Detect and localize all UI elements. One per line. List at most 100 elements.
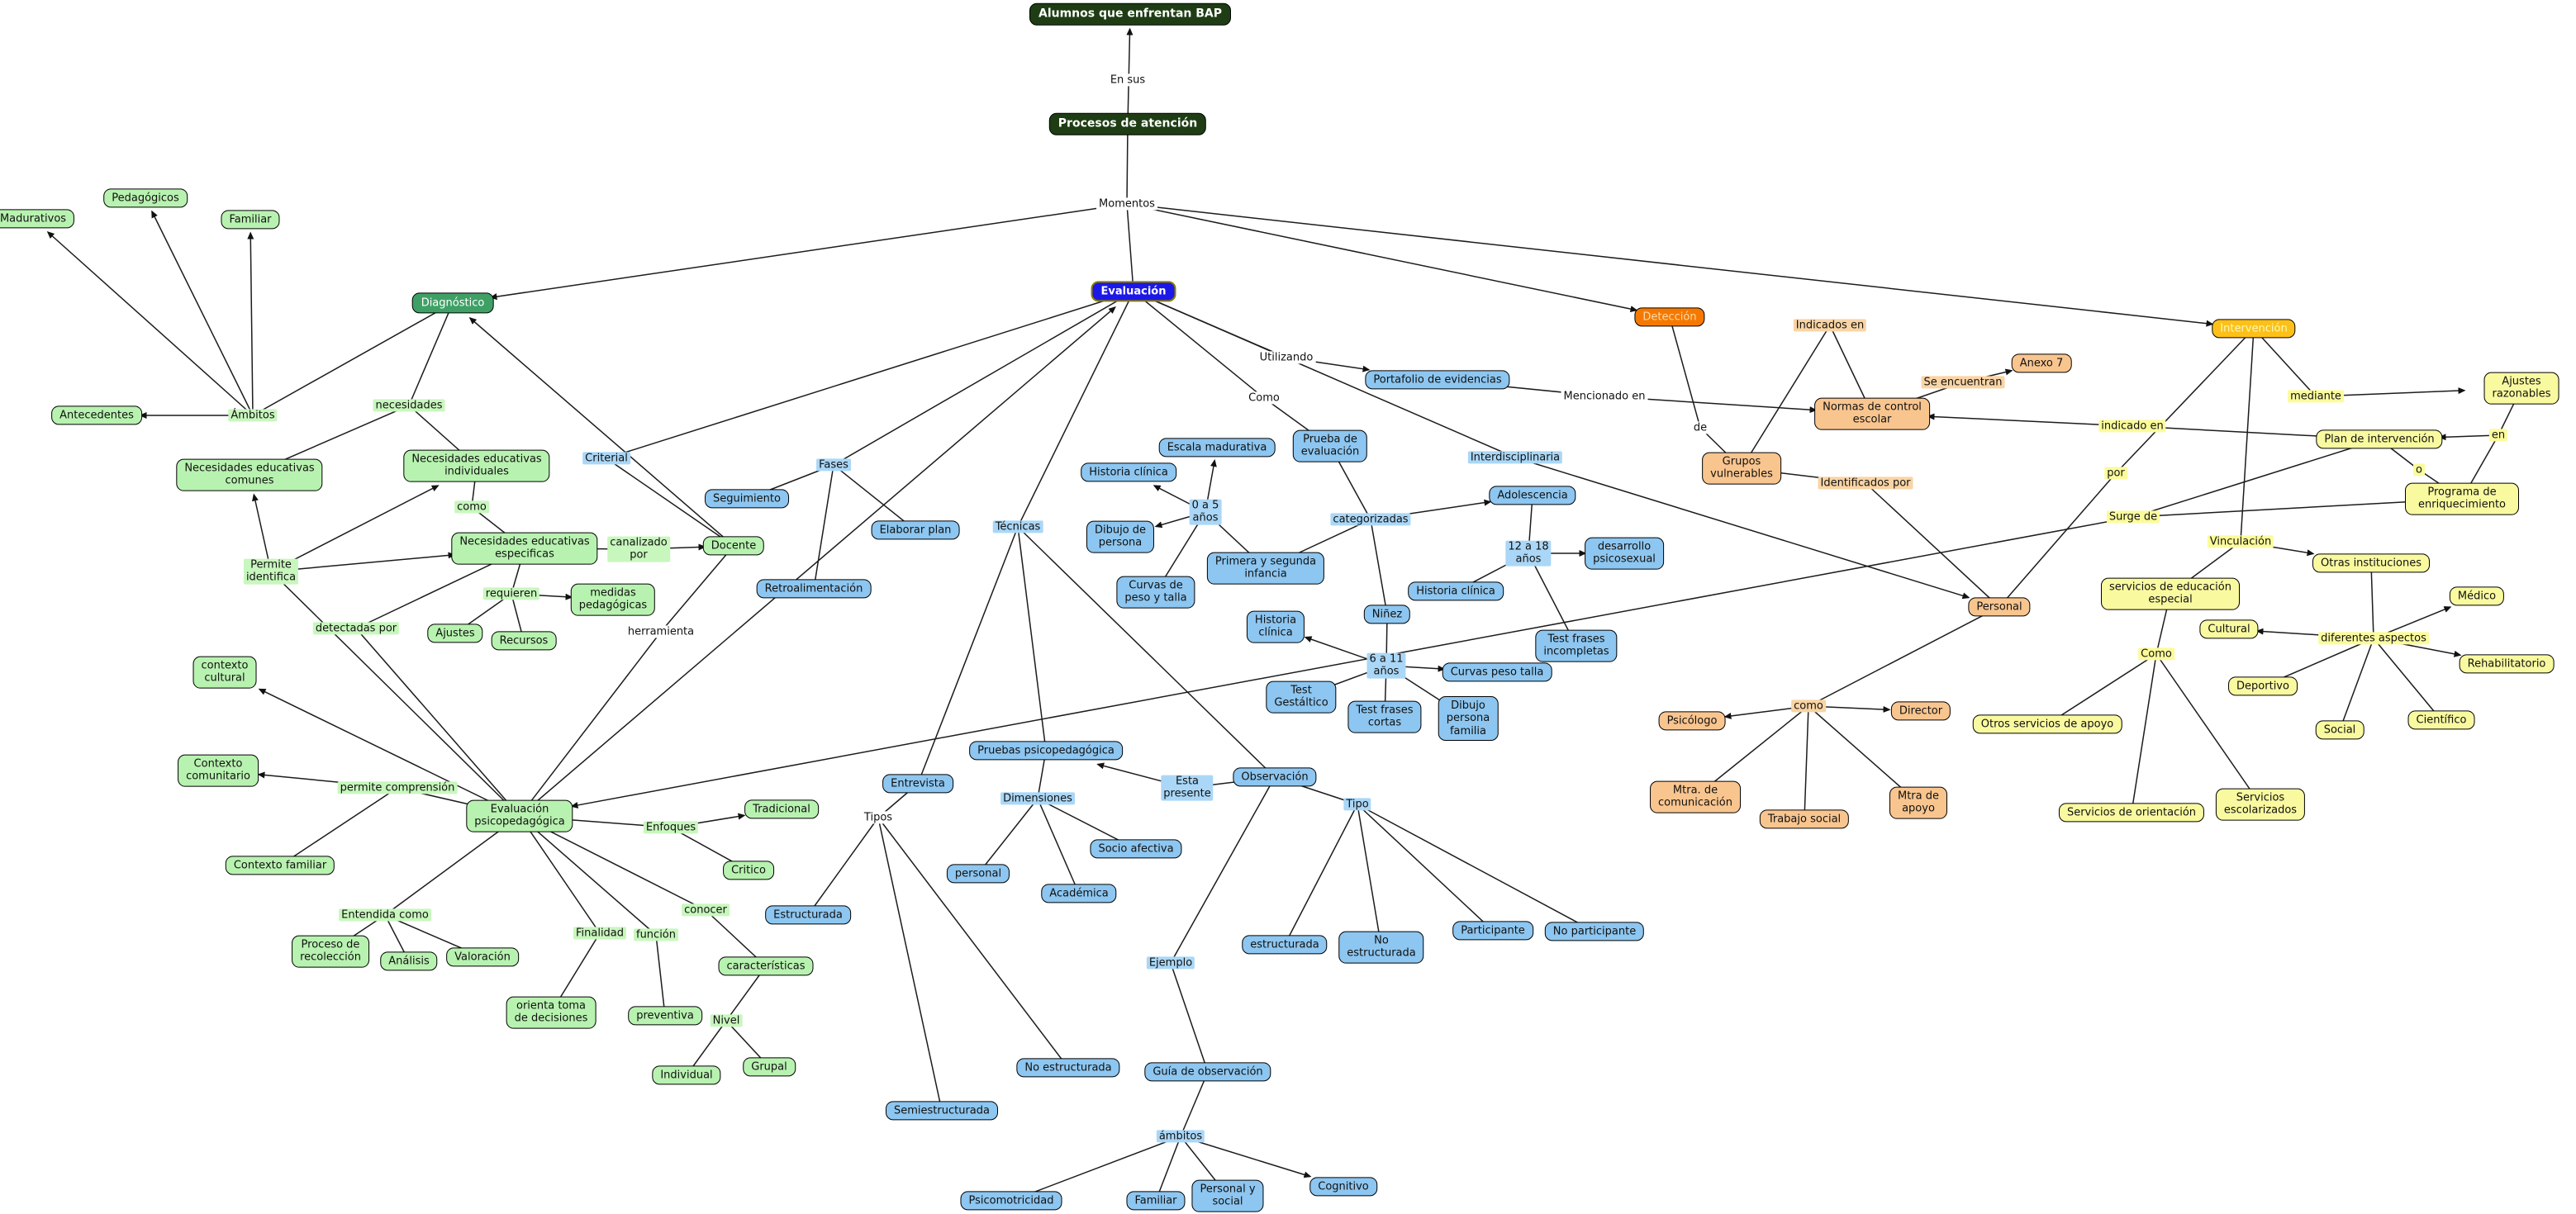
node-historia_clinica1[interactable]: Historia clínica [1081, 462, 1176, 482]
node-en_sus[interactable]: En sus [1107, 74, 1148, 87]
node-orienta_toma[interactable]: orienta toma de decisiones [506, 996, 596, 1029]
node-portafolio[interactable]: Portafolio de evidencias [1365, 370, 1510, 390]
node-finalidad[interactable]: Finalidad [573, 927, 627, 940]
node-fases[interactable]: Fases [816, 458, 851, 472]
node-recursos[interactable]: Recursos [491, 631, 557, 651]
node-individual[interactable]: Individual [652, 1065, 721, 1085]
node-semiestructurada[interactable]: Semiestructurada [886, 1101, 998, 1121]
node-escala_madurativa[interactable]: Escala madurativa [1158, 438, 1276, 458]
node-ejemplo[interactable]: Ejemplo [1146, 956, 1195, 970]
node-ninez[interactable]: Niñez [1363, 605, 1411, 624]
node-pruebas_psico[interactable]: Pruebas psicopedagógica [969, 741, 1123, 761]
node-observacion[interactable]: Observación [1233, 767, 1317, 787]
node-otros_servicios_apoyo[interactable]: Otros servicios de apoyo [1972, 714, 2122, 734]
node-ambitos[interactable]: Ámbitos [228, 409, 278, 422]
node-mtra_comunicacion[interactable]: Mtra. de comunicación [1650, 780, 1741, 813]
node-como3[interactable]: Como [2138, 647, 2174, 661]
node-guia_observacion[interactable]: Guía de observación [1144, 1062, 1271, 1082]
node-vinculacion[interactable]: Vinculación [2207, 535, 2274, 548]
node-tecnicas[interactable]: Técnicas [992, 520, 1043, 533]
node-director[interactable]: Director [1890, 701, 1951, 721]
node-o_label[interactable]: o [2413, 463, 2425, 477]
node-otras_instituciones[interactable]: Otras instituciones [2312, 553, 2430, 573]
node-alumnos_bap[interactable]: Alumnos que enfrentan BAP [1029, 2, 1232, 26]
node-no_participante[interactable]: No participante [1544, 922, 1645, 941]
node-servicios_escolarizados[interactable]: Servicios escolarizados [2215, 788, 2306, 821]
node-psicomotricidad[interactable]: Psicomotricidad [960, 1191, 1062, 1211]
node-personal_social[interactable]: Personal y social [1191, 1179, 1264, 1212]
node-test_gestaltico[interactable]: Test Gestáltico [1266, 681, 1337, 714]
node-en_label[interactable]: en [2488, 429, 2508, 442]
node-curvas_peso_talla[interactable]: Curvas de peso y talla [1116, 576, 1195, 609]
node-conocer[interactable]: conocer [682, 903, 730, 917]
node-indicado_en[interactable]: indicado en [2098, 420, 2166, 433]
node-cultural[interactable]: Cultural [2199, 619, 2259, 639]
node-doce_18[interactable]: 12 a 18 años [1505, 540, 1552, 567]
node-elaborar_plan[interactable]: Elaborar plan [871, 520, 960, 540]
node-evaluacion[interactable]: Evaluación [1091, 281, 1176, 302]
node-nivel[interactable]: Nivel [710, 1014, 743, 1027]
node-tipo[interactable]: Tipo [1343, 798, 1371, 811]
node-plan[interactable]: Plan de intervención [2316, 429, 2443, 449]
node-preventiva[interactable]: preventiva [628, 1006, 702, 1026]
node-herramienta[interactable]: herramienta [625, 625, 697, 638]
node-desarrollo_psicosexual[interactable]: desarrollo psicosexual [1585, 537, 1664, 570]
node-psicologo[interactable]: Psicólogo [1658, 711, 1726, 731]
node-rehabilitatorio[interactable]: Rehabilitatorio [2459, 654, 2555, 674]
node-como4[interactable]: como [1791, 699, 1826, 713]
node-indicados_en[interactable]: Indicados en [1793, 319, 1867, 332]
node-seis_11[interactable]: 6 a 11 años [1366, 652, 1406, 679]
node-nec_individuales[interactable]: Necesidades educativas individuales [403, 449, 550, 482]
node-prueba_eval[interactable]: Prueba de evaluación [1292, 429, 1368, 462]
node-por_label[interactable]: por [2104, 467, 2127, 480]
node-trabajo_social[interactable]: Trabajo social [1759, 809, 1850, 829]
node-personal[interactable]: Personal [1968, 597, 2031, 617]
node-historia_clinica2[interactable]: Historia clínica [1408, 581, 1504, 601]
node-esta_presente[interactable]: Esta presente [1161, 775, 1214, 801]
node-procesos[interactable]: Procesos de atención [1048, 112, 1207, 135]
node-ambitos2[interactable]: ámbitos [1156, 1130, 1205, 1143]
node-grupos_vulnerables[interactable]: Grupos vulnerables [1702, 452, 1781, 485]
node-dibujo_persona_familia[interactable]: Dibujo persona familia [1438, 696, 1499, 741]
node-participante[interactable]: Participante [1452, 921, 1533, 941]
node-ajustes[interactable]: Ajustes [427, 624, 483, 643]
node-de_label[interactable]: de [1690, 421, 1710, 434]
node-primera_segunda[interactable]: Primera y segunda infancia [1206, 552, 1325, 585]
node-cognitivo[interactable]: Cognitivo [1309, 1177, 1377, 1197]
node-socio_afectiva[interactable]: Socio afectiva [1090, 839, 1182, 859]
node-mediante[interactable]: mediante [2288, 390, 2344, 403]
node-programa[interactable]: Programa de enriquecimiento [2405, 482, 2519, 515]
node-permite_comprension[interactable]: permite comprensión [337, 781, 458, 794]
node-retroalimentacion[interactable]: Retroalimentación [756, 579, 872, 599]
node-diagnostico[interactable]: Diagnóstico [411, 292, 494, 314]
node-anexo7[interactable]: Anexo 7 [2011, 353, 2072, 373]
node-utilizando[interactable]: Utilizando [1257, 351, 1316, 364]
node-grupal[interactable]: Grupal [743, 1057, 796, 1077]
node-necesidades[interactable]: necesidades [373, 399, 445, 412]
node-test_frases_cortas[interactable]: Test frases cortas [1347, 700, 1422, 733]
node-se_encuentran[interactable]: Se encuentran [1921, 376, 2005, 389]
node-academica[interactable]: Académica [1041, 884, 1117, 903]
node-adolescencia[interactable]: Adolescencia [1489, 486, 1576, 505]
node-no_estructurada_b[interactable]: No estructurada [1016, 1058, 1120, 1078]
node-serv_educ_especial[interactable]: servicios de educación especial [2101, 577, 2240, 610]
node-mtra_apoyo[interactable]: Mtra de apoyo [1889, 786, 1948, 819]
node-contexto_cultural[interactable]: contexto cultural [192, 656, 257, 689]
node-como2[interactable]: Como [1246, 391, 1282, 405]
node-detectadas_por[interactable]: detectadas por [312, 622, 400, 635]
node-tradicional[interactable]: Tradicional [744, 799, 819, 819]
node-medico[interactable]: Médico [2449, 586, 2505, 606]
node-canalizado_por[interactable]: canalizado por [607, 536, 670, 562]
node-entrevista[interactable]: Entrevista [882, 774, 953, 794]
node-contexto_comunitario[interactable]: Contexto comunitario [178, 754, 259, 787]
node-servicios_orientacion[interactable]: Servicios de orientación [2058, 803, 2205, 823]
node-personal_dim[interactable]: personal [946, 864, 1010, 884]
node-caracteristicas[interactable]: características [718, 956, 814, 976]
node-curvas_peso_talla2[interactable]: Curvas peso talla [1442, 662, 1552, 682]
node-como1[interactable]: como [454, 500, 489, 514]
node-enfoques[interactable]: Enfoques [643, 821, 699, 834]
node-medidas[interactable]: medidas pedagógicas [570, 583, 656, 616]
node-interdisciplinaria[interactable]: Interdisciplinaria [1467, 451, 1563, 464]
node-estructurada2[interactable]: estructurada [1242, 935, 1328, 955]
node-social[interactable]: Social [2315, 720, 2365, 740]
